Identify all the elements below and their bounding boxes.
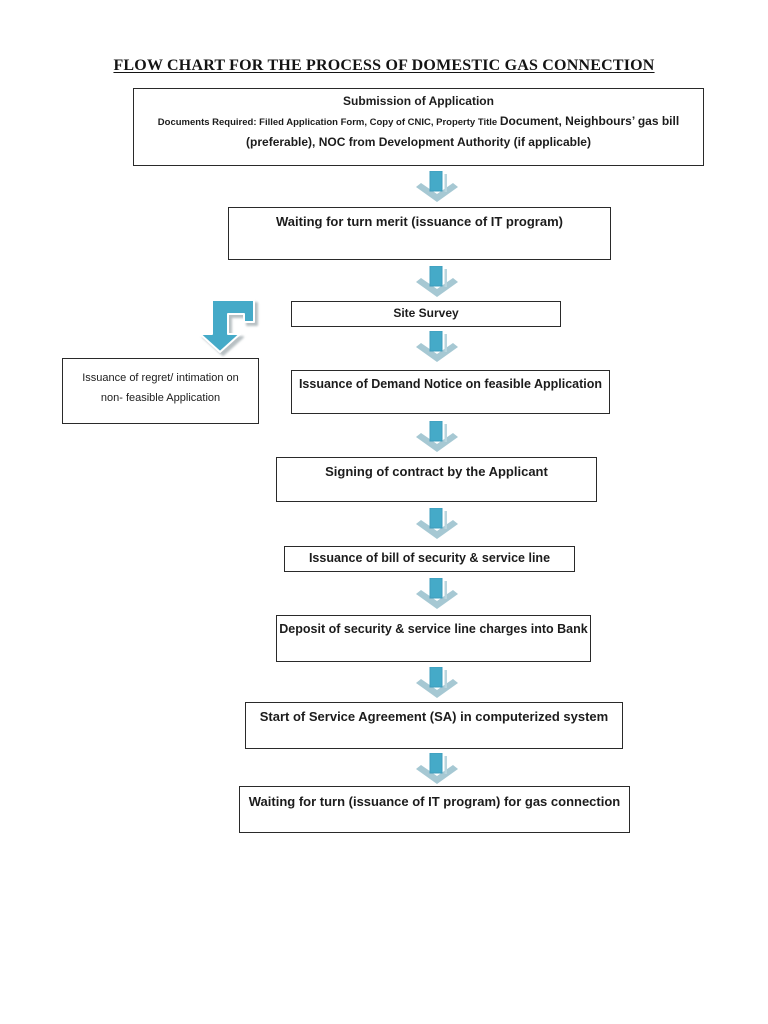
regret-line1: Issuance of regret/ intimation on xyxy=(82,372,239,384)
flow-box-waiting-merit: Waiting for turn merit (issuance of IT p… xyxy=(228,207,611,260)
step-label: Issuance of bill of security & service l… xyxy=(308,551,551,565)
down-arrow-icon xyxy=(415,577,459,610)
flow-box-regret: Issuance of regret/ intimation on non- f… xyxy=(62,358,259,424)
flow-box-waiting-connection: Waiting for turn (issuance of IT program… xyxy=(239,786,630,833)
down-arrow-icon xyxy=(415,330,459,363)
regret-line2: non- feasible Application xyxy=(100,392,221,404)
down-arrow-icon xyxy=(415,752,459,785)
submission-body-prefix: Documents Required: Filled Application F… xyxy=(157,117,500,128)
flow-box-site-survey: Site Survey xyxy=(291,301,561,327)
step-label: Signing of contract by the Applicant xyxy=(325,464,548,479)
step-label: Deposit of security & service line charg… xyxy=(279,622,588,636)
flow-box-service-agreement: Start of Service Agreement (SA) in compu… xyxy=(245,702,623,749)
step-label: Waiting for turn (issuance of IT program… xyxy=(248,794,621,809)
step-label: Start of Service Agreement (SA) in compu… xyxy=(259,709,609,724)
submission-body-suffix: Document, Neighbours’ gas bill (preferab… xyxy=(246,114,680,149)
down-arrow-icon xyxy=(415,170,459,203)
step-label: Issuance of Demand Notice on feasible Ap… xyxy=(298,377,603,391)
flow-box-demand-notice: Issuance of Demand Notice on feasible Ap… xyxy=(291,370,610,414)
down-arrow-icon xyxy=(415,666,459,699)
flow-box-signing-contract: Signing of contract by the Applicant xyxy=(276,457,597,502)
submission-heading: Submission of Application xyxy=(343,94,494,108)
flow-box-deposit-bank: Deposit of security & service line charg… xyxy=(276,615,591,662)
step-label: Waiting for turn merit (issuance of IT p… xyxy=(276,214,563,229)
down-arrow-icon xyxy=(415,420,459,453)
flow-box-bill-security: Issuance of bill of security & service l… xyxy=(284,546,575,572)
submission-body: Documents Required: Filled Application F… xyxy=(144,111,693,152)
step-label: Site Survey xyxy=(393,306,459,320)
down-arrow-icon xyxy=(415,507,459,540)
flow-box-submission: Submission of Application Documents Requ… xyxy=(133,88,704,166)
bent-arrow-icon xyxy=(198,294,260,356)
down-arrow-icon xyxy=(415,265,459,298)
page-title: FLOW CHART FOR THE PROCESS OF DOMESTIC G… xyxy=(113,57,655,74)
